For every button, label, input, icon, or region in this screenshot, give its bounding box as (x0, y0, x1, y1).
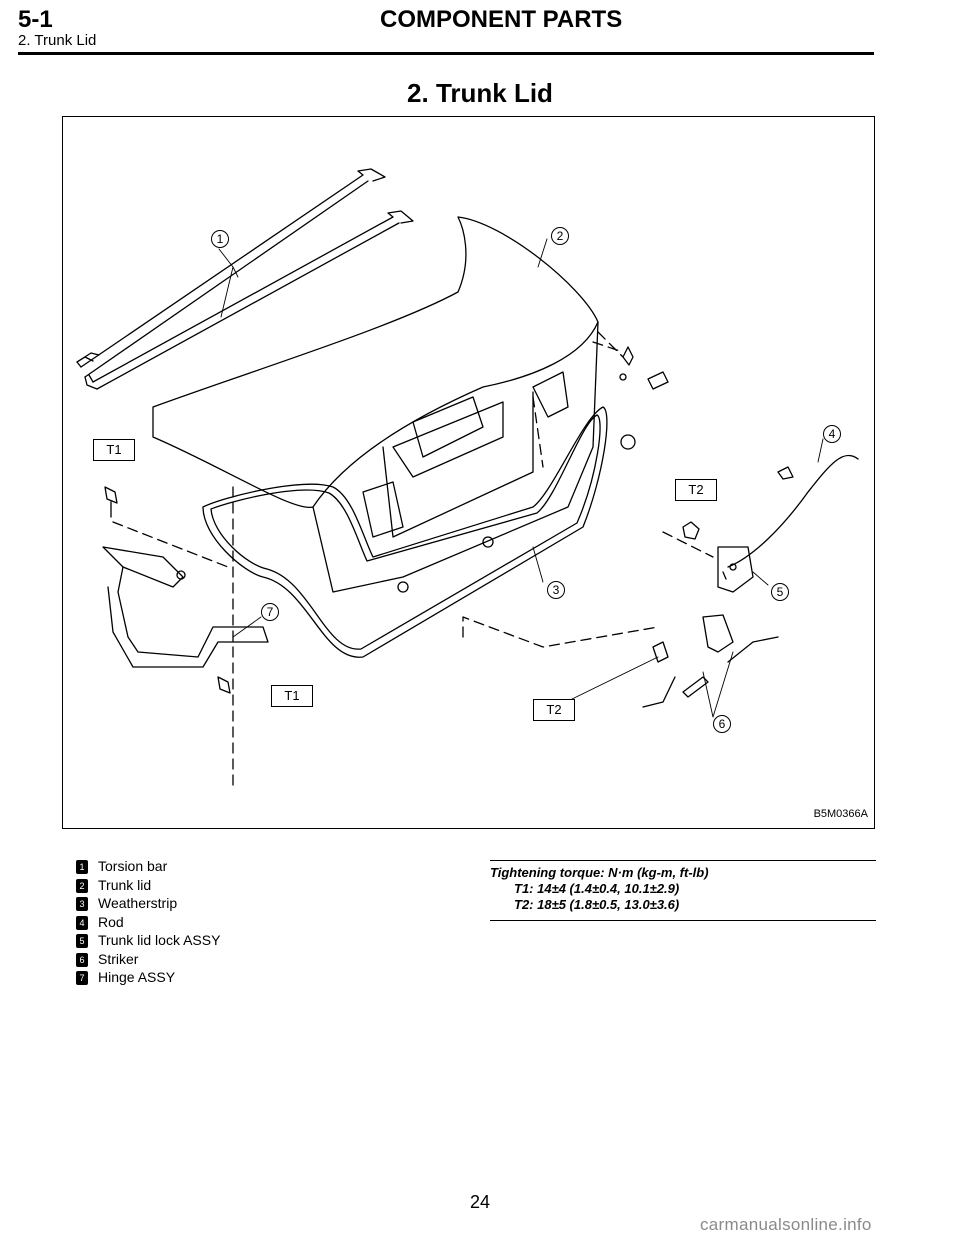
callout-4: 4 (823, 425, 841, 443)
callout-3: 3 (547, 581, 565, 599)
legend-number: 1 (76, 860, 88, 875)
legend-number: 7 (76, 971, 88, 986)
legend-number: 3 (76, 897, 88, 912)
legend-number: 6 (76, 952, 88, 967)
callout-5: 5 (771, 583, 789, 601)
page-number: 24 (469, 1192, 491, 1212)
legend-item: 7 Hinge ASSY (76, 968, 220, 987)
legend-item: 4 Rod (76, 913, 220, 932)
diagram-drawing (76, 168, 859, 788)
rod-drawing (722, 454, 859, 580)
legend-label: Trunk lid (98, 876, 152, 893)
header-rule (18, 52, 874, 55)
striker-drawing (642, 614, 779, 708)
torque-heading: Tightening torque: N·m (kg-m, ft-lb) (490, 865, 709, 880)
weatherstrip-drawing (202, 406, 608, 658)
callout-6: 6 (713, 715, 731, 733)
page-title: 2. Trunk Lid (407, 78, 553, 108)
callout-2: 2 (551, 227, 569, 245)
callout-1: 1 (211, 230, 229, 248)
torque-tag-t2-right: T2 (675, 479, 717, 501)
legend-label: Rod (98, 913, 124, 930)
header-subtitle: 2. Trunk Lid (18, 32, 97, 49)
header-section-number: 5-1 (18, 6, 53, 33)
hinge-drawing (102, 486, 269, 694)
torque-tag-t1-lower: T1 (271, 685, 313, 707)
torsion-bar-drawing (76, 168, 414, 390)
legend-item: 5 Trunk lid lock ASSY (76, 931, 220, 950)
legend-item: 2 Trunk lid (76, 876, 220, 895)
legend-label: Trunk lid lock ASSY (98, 932, 221, 948)
figure-id: B5M0366A (813, 808, 868, 820)
trunk-lid-drawing (152, 216, 599, 593)
phantom-lines (112, 331, 714, 788)
torque-t2: T2: 18±5 (1.8±0.5, 13.0±3.6) (514, 897, 680, 912)
legend-number: 5 (76, 934, 88, 949)
fasteners-drawing (397, 346, 669, 593)
legend-item: 1 Torsion bar (76, 857, 220, 876)
header-section-title: COMPONENT PARTS (380, 6, 623, 33)
legend-item: 3 Weatherstrip (76, 894, 220, 913)
legend-label: Striker (98, 950, 139, 967)
torque-tag-t1-upper: T1 (93, 439, 135, 461)
leader-lines (218, 238, 824, 718)
legend-label: Weatherstrip (98, 895, 178, 911)
torque-tag-t2-bottom: T2 (533, 699, 575, 721)
watermark: carmanualsonline.info (700, 1215, 872, 1234)
torque-spec-box: Tightening torque: N·m (kg-m, ft-lb) T1:… (490, 860, 876, 921)
legend-label: Torsion bar (98, 858, 168, 874)
callout-7: 7 (261, 603, 279, 621)
lock-assy-drawing (682, 521, 754, 593)
legend-item: 6 Striker (76, 950, 220, 969)
legend-label: Hinge ASSY (98, 969, 176, 985)
torque-t1: T1: 14±4 (1.4±0.4, 10.1±2.9) (514, 881, 680, 896)
legend-number: 4 (76, 915, 88, 930)
legend-number: 2 (76, 878, 88, 893)
exploded-diagram: 1 2 3 4 5 6 7 T1 T2 T2 T1 B5M0366A (62, 116, 875, 829)
